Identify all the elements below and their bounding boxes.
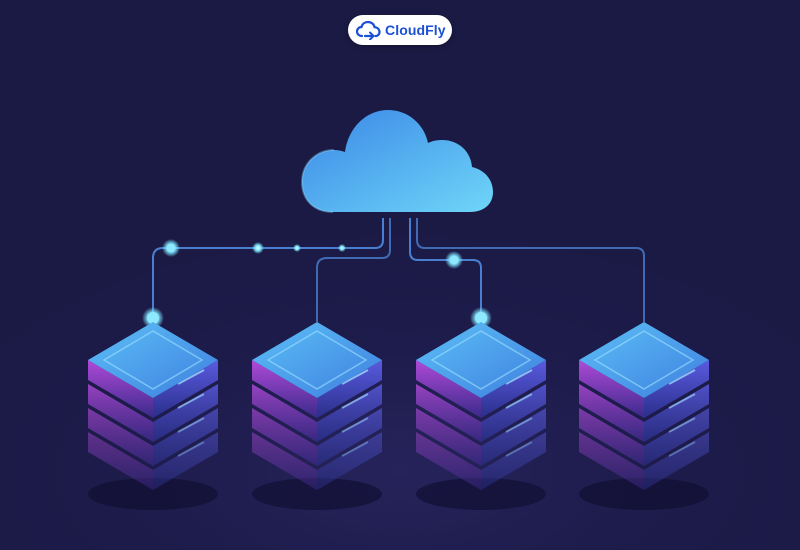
server-top [88,322,218,398]
server-light-slot [505,441,533,457]
server-layer-right [644,432,709,490]
server-layer-right [481,360,546,418]
server-layer-left [252,432,317,490]
server-light-slot [505,369,533,385]
server-light-slot [668,393,696,409]
server-layer-right [481,432,546,490]
server-light-slot [177,369,205,385]
cloud-icon [300,110,493,213]
server-light-slot [668,441,696,457]
server-layer-left [88,360,153,418]
server-layer-left [579,432,644,490]
server-layer-right [481,384,546,442]
node-glow [338,244,346,252]
server-layer-right [317,384,382,442]
node-glow [252,242,264,254]
server-light-slot [341,417,369,433]
brand-name: CloudFly [385,22,446,38]
server-layer-right [317,432,382,490]
server-layer-left [88,384,153,442]
server-stack-icon [88,322,218,510]
server-light-slot [177,417,205,433]
server-layer-right [317,360,382,418]
node-dot [475,312,487,324]
server-layer-left [416,432,481,490]
server-top-panel [593,330,695,390]
server-top [579,322,709,398]
server-light-slot [505,393,533,409]
server-layer-right [644,360,709,418]
server-layer-left [252,408,317,466]
node-dot [450,256,458,264]
server-layer-left [88,408,153,466]
server-layer-left [252,384,317,442]
server-shadow [579,478,709,510]
server-layer-left [252,360,317,418]
server-layer-right [317,408,382,466]
cloud-logo-icon [356,20,381,40]
node-dot [167,244,175,252]
server-top-panel [430,330,532,390]
server-stack-icon [579,322,709,510]
connection-line-4 [416,218,645,322]
server-light-slot [177,441,205,457]
server-light-slot [177,393,205,409]
server-shadow [88,478,218,510]
server-layer-right [644,384,709,442]
server-layer-left [579,408,644,466]
server-stack-icon [416,322,546,510]
server-light-slot [341,369,369,385]
server-shadow [416,478,546,510]
connection-lines [152,218,645,322]
server-layer-left [88,432,153,490]
connection-line-3 [409,218,482,318]
server-light-slot [668,417,696,433]
server-group [88,322,709,510]
connection-nodes [142,239,492,329]
node-dot [147,312,159,324]
server-shadow [252,478,382,510]
server-top-panel [266,330,368,390]
server-layer-right [153,360,218,418]
server-layer-left [579,384,644,442]
server-top-panel [102,330,204,390]
node-glow [293,244,301,252]
server-stack-icon [252,322,382,510]
server-layer-right [153,384,218,442]
server-layer-right [644,408,709,466]
server-layer-right [153,408,218,466]
server-layer-left [416,384,481,442]
server-light-slot [505,417,533,433]
server-layer-right [153,432,218,490]
connection-line-1 [152,218,384,318]
server-layer-left [579,360,644,418]
server-top [252,322,382,398]
server-layer-right [481,408,546,466]
logo-badge[interactable]: CloudFly [348,15,452,45]
server-light-slot [668,369,696,385]
connection-line-2 [316,218,391,322]
server-layer-left [416,408,481,466]
server-light-slot [341,441,369,457]
server-top [416,322,546,398]
server-light-slot [341,393,369,409]
server-layer-left [416,360,481,418]
